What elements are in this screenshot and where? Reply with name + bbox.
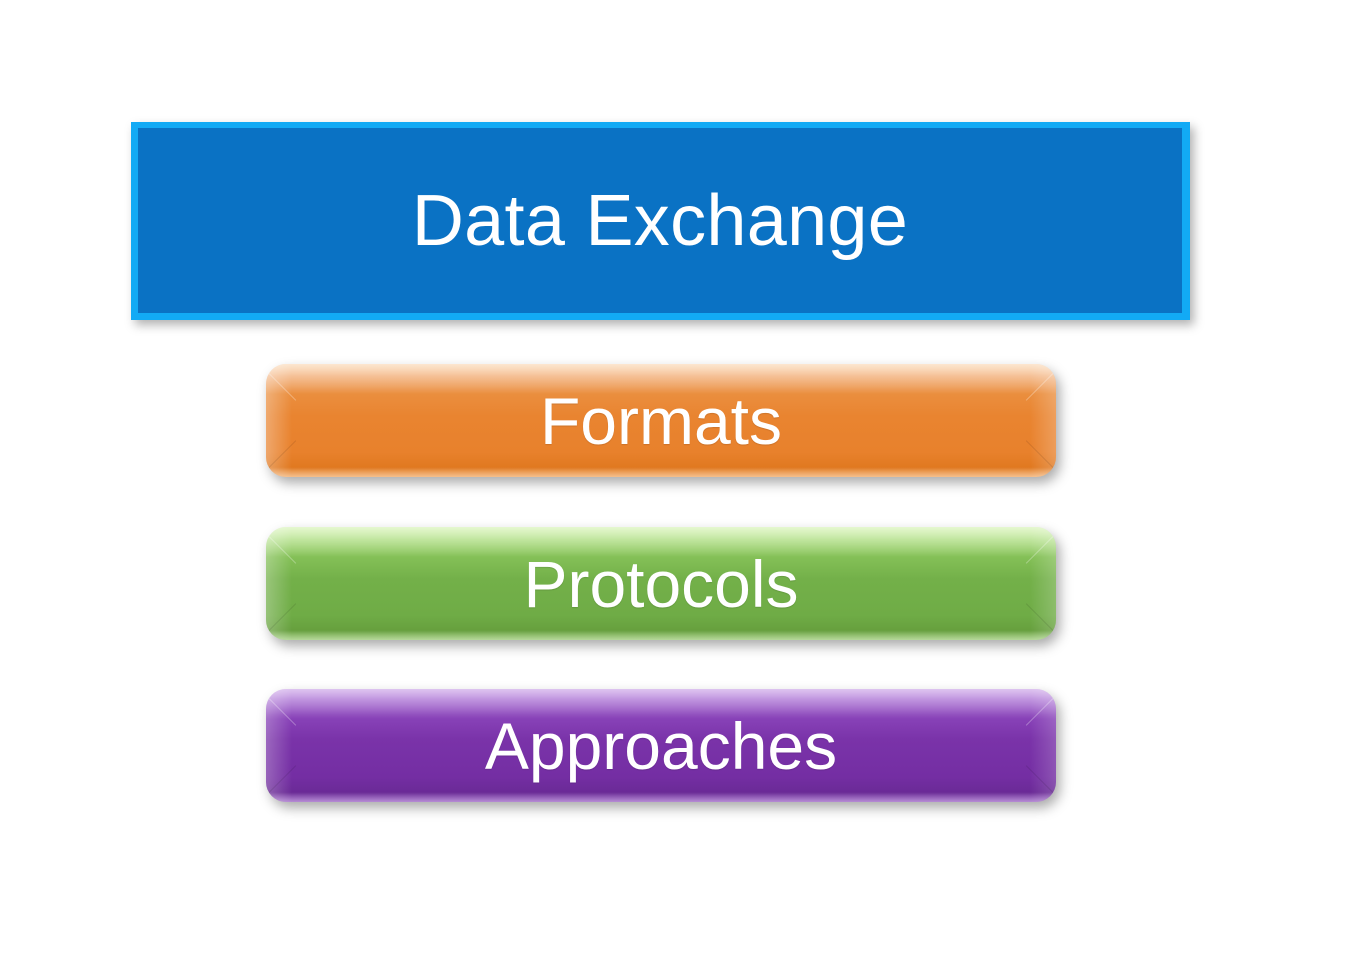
- bevel-left-shade: [266, 527, 292, 640]
- bevel-bottom-ridge: [266, 630, 1056, 640]
- diagram-node-data-exchange[interactable]: Data Exchange: [131, 122, 1190, 320]
- diagram-node-approaches[interactable]: Approaches: [266, 689, 1056, 802]
- node-label-approaches: Approaches: [484, 708, 838, 783]
- bevel-bottom-ridge: [266, 792, 1056, 802]
- bevel-left-shade: [266, 364, 292, 477]
- bevel-left-shade: [266, 689, 292, 802]
- diagram-node-protocols[interactable]: Protocols: [266, 527, 1056, 640]
- node-label-protocols: Protocols: [523, 546, 799, 621]
- bevel-bottom-ridge: [266, 467, 1056, 477]
- node-face: Data Exchange: [138, 128, 1182, 313]
- bevel-right-shade: [1030, 364, 1056, 477]
- bevel-right-shade: [1030, 527, 1056, 640]
- node-label-data-exchange: Data Exchange: [411, 180, 909, 261]
- diagram-node-formats[interactable]: Formats: [266, 364, 1056, 477]
- bevel-right-shade: [1030, 689, 1056, 802]
- node-label-formats: Formats: [539, 383, 783, 458]
